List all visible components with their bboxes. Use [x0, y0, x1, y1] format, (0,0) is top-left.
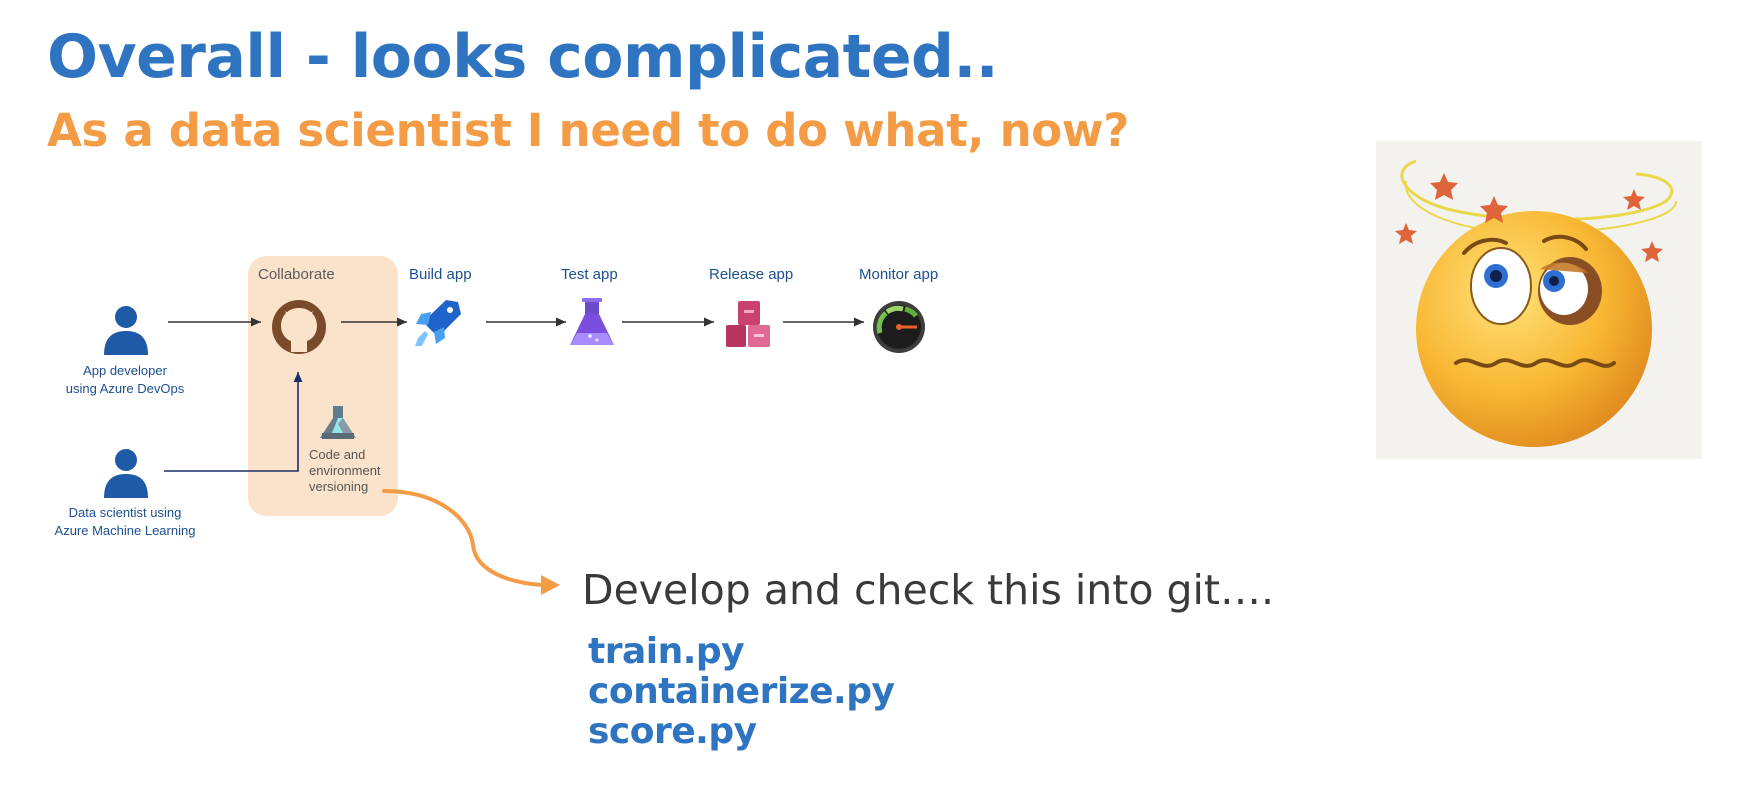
data-scientist-label-line2: Azure Machine Learning — [54, 523, 196, 538]
data-scientist-label: Data scientist using Azure Machine Learn… — [40, 504, 210, 540]
orange-curved-arrow — [382, 489, 550, 587]
stage-label-monitor: Monitor app — [859, 266, 939, 283]
slide-title: Overall - looks complicated.. — [47, 22, 999, 92]
versioning-label-line2: environment — [309, 463, 381, 478]
file-score: score.py — [588, 711, 757, 752]
github-icon — [272, 300, 326, 354]
pipelines-icon — [415, 300, 461, 346]
dizzy-face-icon — [1395, 159, 1677, 447]
stage-label-release: Release app — [709, 266, 794, 283]
orange-arrowhead — [541, 575, 560, 595]
person-icon — [104, 449, 148, 498]
file-containerize: containerize.py — [588, 671, 895, 712]
speedometer-icon — [873, 301, 925, 353]
file-list: train.py containerize.py score.py — [588, 631, 895, 752]
stage-label-build: Build app — [409, 266, 472, 283]
arrow-scientist-to-github — [164, 372, 303, 472]
callout-text: Develop and check this into git…. — [582, 566, 1274, 614]
versioning-label: Code and environment versioning — [309, 447, 381, 495]
app-developer-label: App developer using Azure DevOps — [40, 362, 210, 398]
azure-ml-icon — [320, 406, 356, 439]
slide-subtitle: As a data scientist I need to do what, n… — [47, 104, 1129, 157]
file-train: train.py — [588, 631, 745, 672]
app-developer-label-line1: App developer — [83, 363, 167, 378]
person-icon — [104, 306, 148, 355]
data-scientist-label-line1: Data scientist using — [68, 505, 182, 520]
collaborate-box — [248, 256, 398, 516]
versioning-label-line1: Code and — [309, 447, 366, 462]
package-icon — [726, 301, 770, 347]
stage-label-test: Test app — [561, 266, 618, 283]
app-developer-label-line2: using Azure DevOps — [65, 381, 185, 396]
flask-icon — [570, 298, 614, 345]
collaborate-label: Collaborate — [258, 266, 335, 283]
versioning-label-line3: versioning — [309, 479, 369, 494]
